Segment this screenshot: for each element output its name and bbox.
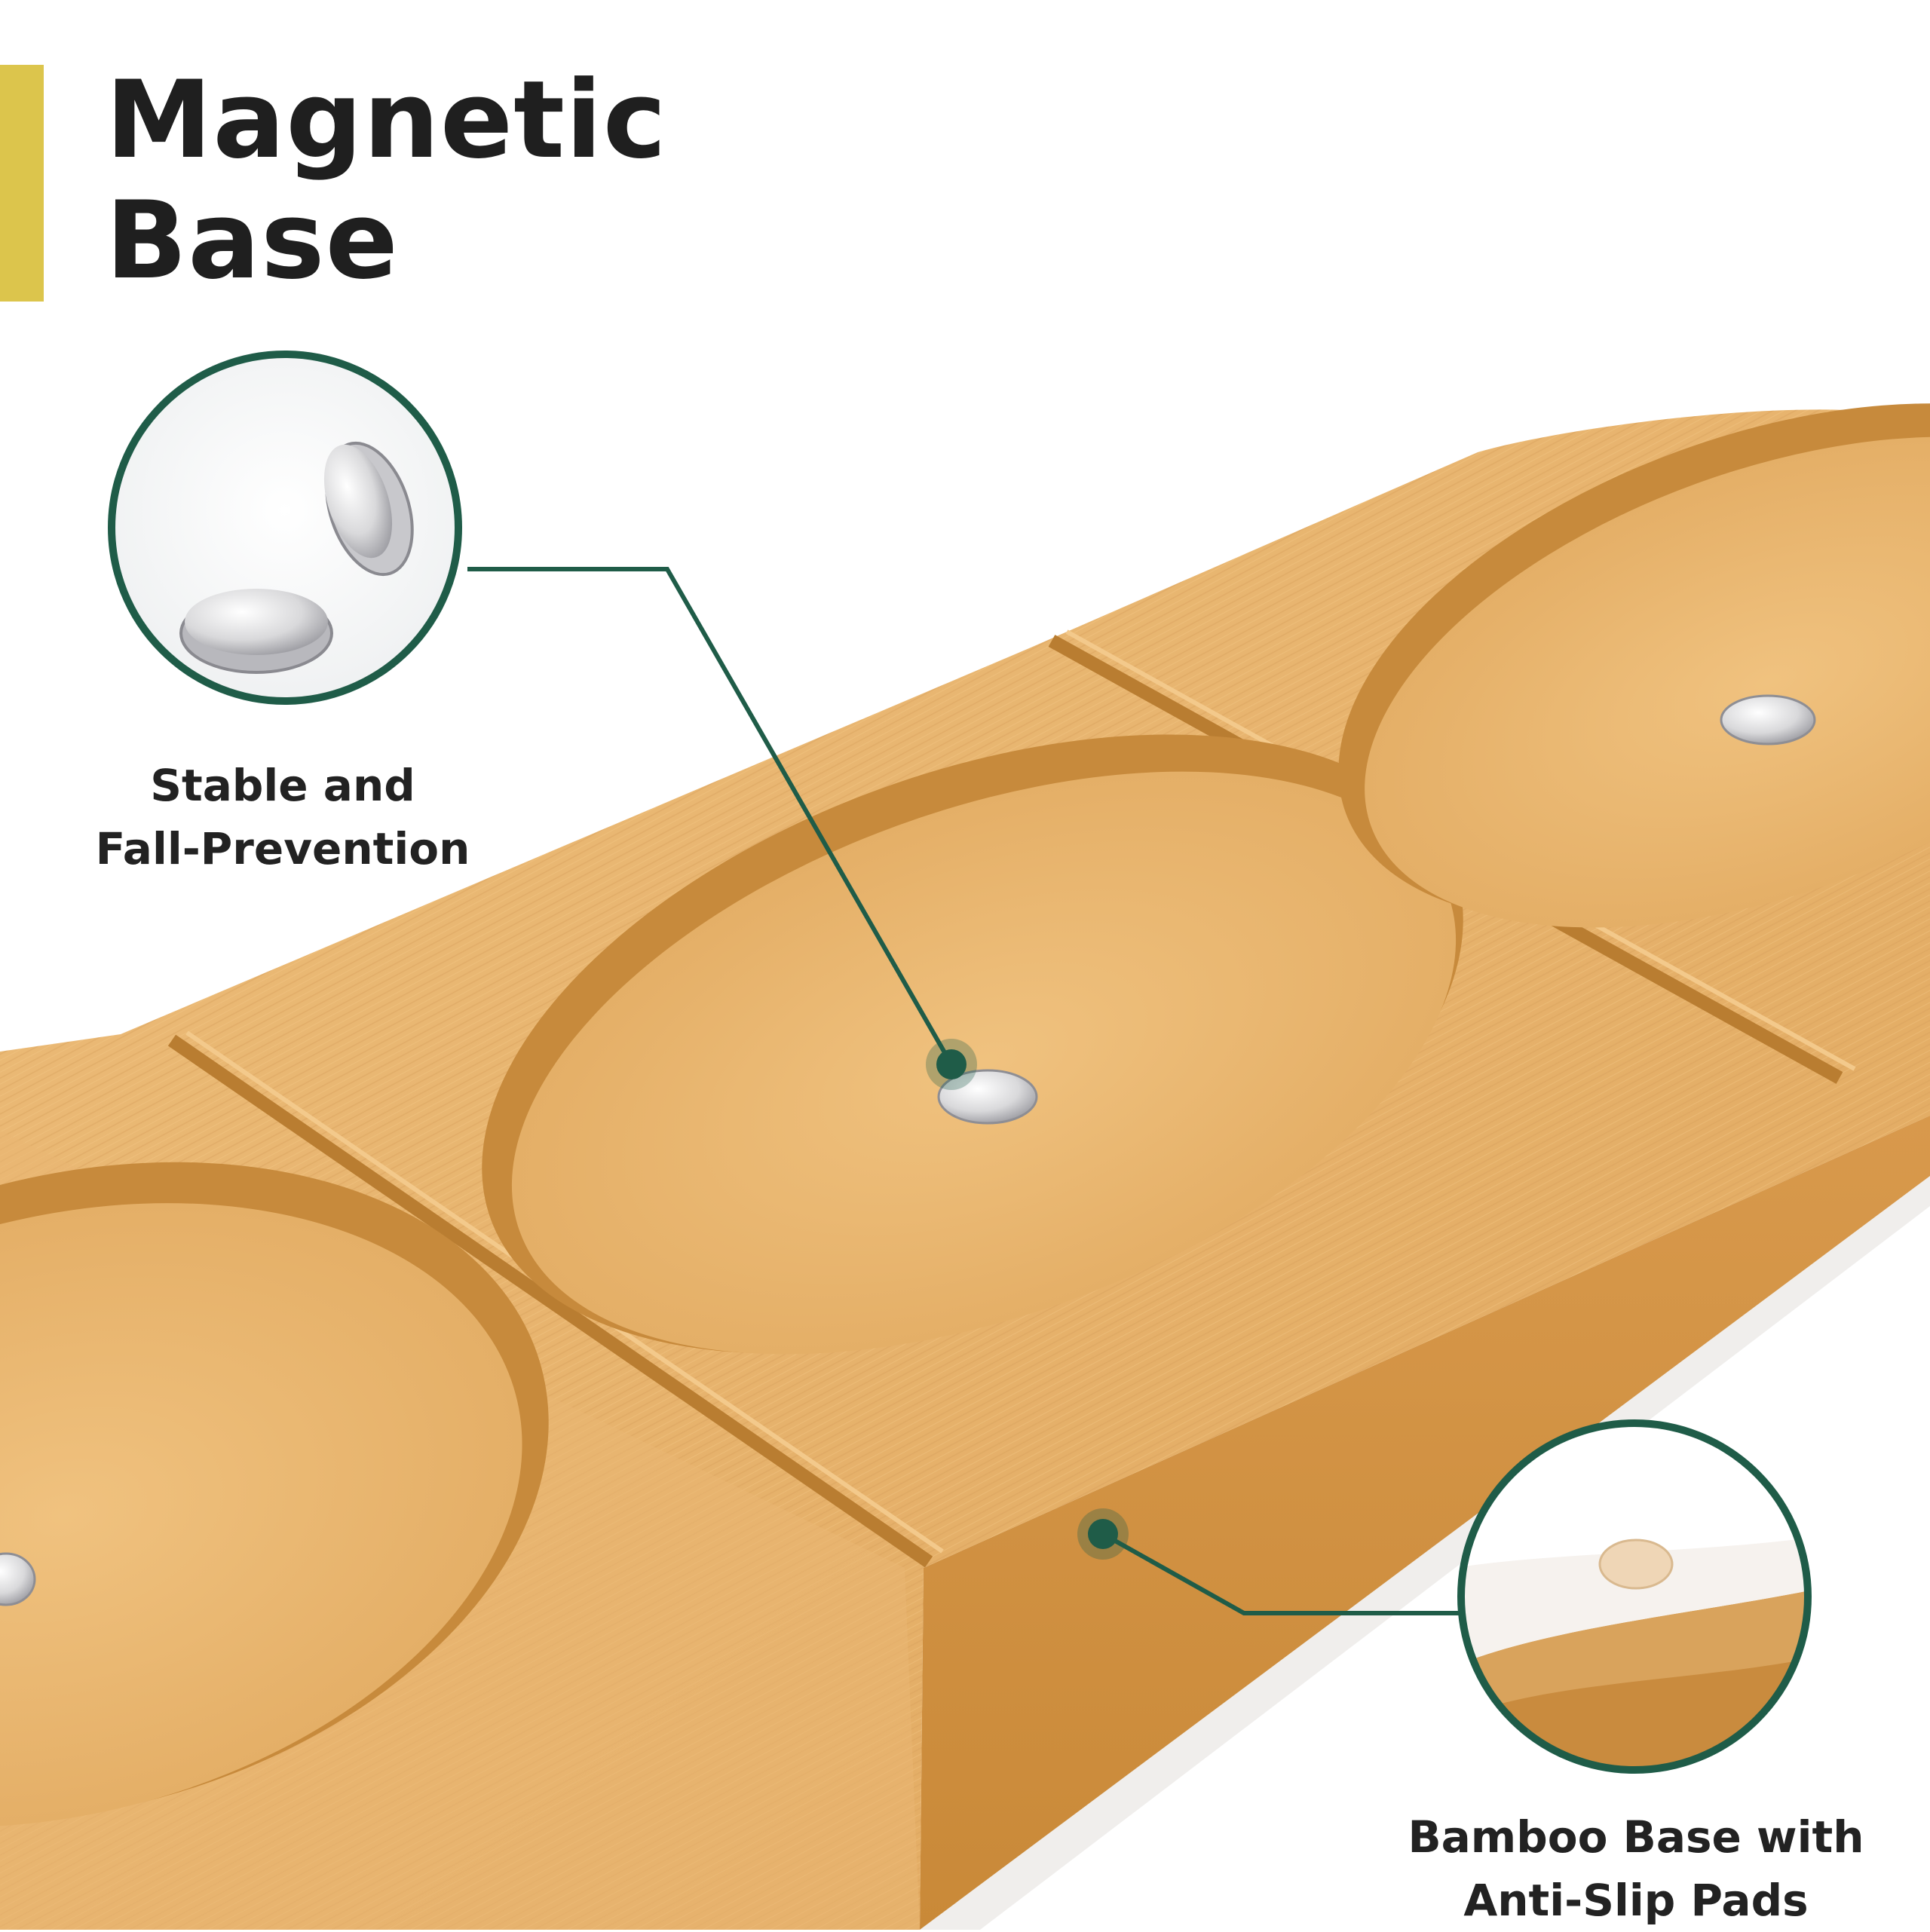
callout-caption-magnets-line-2: Fall-Prevention xyxy=(95,823,470,874)
segment-groove-left xyxy=(167,1034,933,1568)
coaster-recess-left xyxy=(0,1162,549,1827)
zoom-bubble-magnets xyxy=(108,351,462,705)
callout-caption-pads-line-1: Bamboo Base with xyxy=(1408,1811,1864,1863)
callout-line-magnets xyxy=(467,567,954,1066)
magnet-middle xyxy=(937,1069,1038,1125)
callout-line-pads xyxy=(1101,1532,1459,1615)
coaster-recess-right xyxy=(1338,403,1930,928)
title-line-1: Magnetic xyxy=(106,58,667,182)
page-title: Magnetic Base xyxy=(106,60,667,302)
tray-side xyxy=(920,1116,1930,1930)
magnet-right xyxy=(1720,694,1816,746)
magnet-left xyxy=(0,1552,36,1606)
title-line-2: Base xyxy=(106,179,399,303)
callout-caption-magnets-line-1: Stable and xyxy=(150,760,415,811)
zoom-bubble-pads xyxy=(1457,1419,1812,1774)
callout-dot-magnets xyxy=(936,1049,967,1079)
callout-dot-pads xyxy=(1088,1519,1118,1549)
callout-caption-pads-line-2: Anti-Slip Pads xyxy=(1463,1875,1809,1926)
coaster-recess-middle xyxy=(482,734,1463,1355)
anti-slip-pad xyxy=(1598,1539,1674,1590)
callout-caption-pads: Bamboo Base with Anti-Slip Pads xyxy=(1402,1805,1870,1932)
accent-bar xyxy=(0,65,44,302)
callout-caption-magnets: Stable and Fall-Prevention xyxy=(53,754,513,880)
